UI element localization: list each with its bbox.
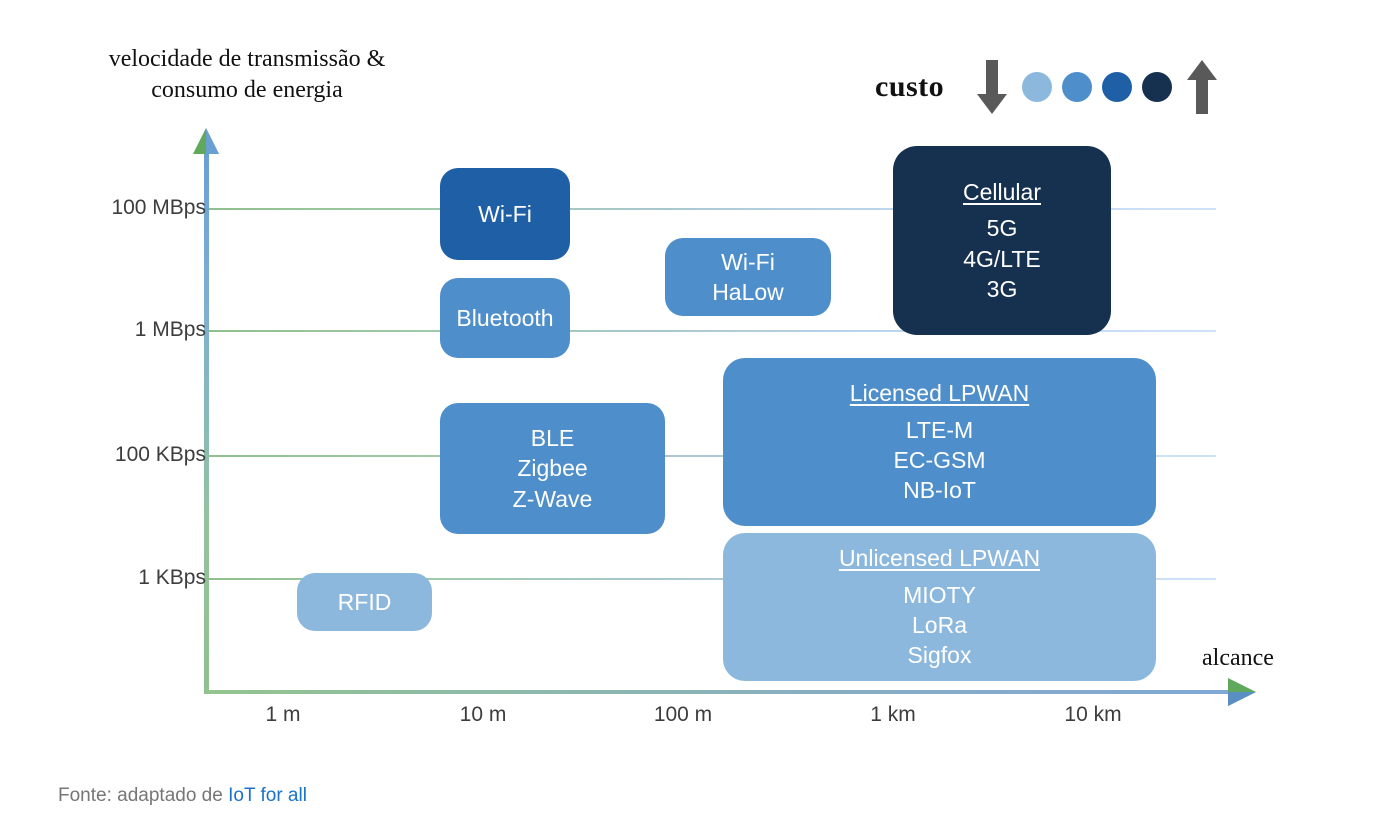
node-unlicensed-lpwan-line-1: MIOTY — [903, 581, 976, 608]
x-tick-10m: 10 m — [459, 703, 507, 726]
x-tick-100m: 100 m — [653, 703, 713, 726]
y-axis-line — [204, 146, 209, 694]
node-cellular[interactable]: Cellular 5G 4G/LTE 3G — [893, 146, 1111, 335]
node-licensed-lpwan-line-2: EC-GSM — [893, 447, 986, 473]
node-licensed-lpwan-line-1: LTE-M — [905, 416, 974, 443]
node-wifi-halow-line-2: HaLow — [712, 279, 784, 305]
y-tick-100mbps: 100 MBps — [111, 196, 206, 219]
cost-swatch-1 — [1022, 72, 1053, 102]
cost-swatch-3 — [1102, 72, 1133, 102]
cost-legend-label: custo — [875, 70, 945, 103]
node-cellular-line-1: 5G — [986, 215, 1018, 242]
y-tick-100kbps: 100 KBps — [114, 443, 206, 466]
node-bluetooth-line-1: Bluetooth — [456, 304, 554, 331]
x-axis-title: alcance — [1202, 645, 1274, 671]
node-wifi-halow[interactable]: Wi-Fi HaLow — [665, 238, 831, 316]
node-cellular-title: Cellular — [963, 178, 1041, 205]
cost-legend-swatches — [1022, 72, 1173, 102]
node-licensed-lpwan[interactable]: Licensed LPWAN LTE-M EC-GSM NB-IoT — [723, 358, 1156, 526]
x-tick-10km: 10 km — [1064, 703, 1122, 726]
y-axis-title: velocidade de transmissão & consumo de e… — [72, 44, 422, 105]
x-tick-1km: 1 km — [870, 703, 916, 726]
gridline-100kbps — [206, 455, 1216, 457]
gridline-1kbps — [206, 578, 1216, 580]
node-rfid-line-1: RFID — [337, 588, 392, 615]
node-rfid[interactable]: RFID — [297, 573, 432, 631]
node-cellular-line-3: 3G — [986, 275, 1018, 302]
gridline-1mbps — [206, 330, 1216, 332]
node-cellular-line-2: 4G/LTE — [963, 245, 1041, 272]
cost-swatch-4 — [1142, 72, 1173, 102]
node-licensed-lpwan-line-3: NB-IoT — [903, 477, 976, 504]
node-ble-zigbee-zwave[interactable]: BLE Zigbee Z-Wave — [440, 403, 665, 534]
node-ble-line-1: BLE — [530, 424, 575, 451]
source-footer-prefix: Fonte: adaptado de — [58, 785, 229, 806]
y-axis-arrow-icon — [193, 128, 219, 154]
node-unlicensed-lpwan-line-3: Sigfox — [907, 642, 972, 669]
cost-legend: custo — [875, 58, 1220, 116]
node-wifi[interactable]: Wi-Fi — [440, 168, 570, 260]
source-footer-link[interactable]: IoT for all — [228, 785, 307, 806]
x-axis-line — [206, 690, 1238, 694]
y-tick-1mbps: 1 MBps — [134, 318, 206, 341]
node-unlicensed-lpwan[interactable]: Unlicensed LPWAN MIOTY LoRa Sigfox — [723, 533, 1156, 681]
source-footer: Fonte: adaptado de IoT for all — [58, 785, 307, 807]
y-tick-1kbps: 1 KBps — [138, 566, 206, 589]
arrow-down-icon — [977, 60, 1008, 114]
node-licensed-lpwan-title: Licensed LPWAN — [849, 380, 1030, 407]
y-axis-title-line2: consumo de energia — [151, 76, 343, 103]
y-axis-title-line1: velocidade de transmissão & — [108, 46, 386, 72]
node-unlicensed-lpwan-line-2: LoRa — [912, 612, 967, 638]
node-unlicensed-lpwan-title: Unlicensed LPWAN — [838, 545, 1041, 572]
node-wifi-line-1: Wi-Fi — [478, 200, 532, 227]
arrow-up-icon — [1187, 60, 1218, 114]
gridline-100mbps — [206, 208, 1216, 210]
cost-swatch-2 — [1062, 72, 1093, 102]
node-ble-line-2: Zigbee — [517, 455, 588, 482]
node-ble-line-3: Z-Wave — [512, 485, 593, 512]
node-wifi-halow-line-1: Wi-Fi — [721, 248, 775, 275]
x-axis-arrow-icon — [1228, 678, 1256, 706]
x-tick-1m: 1 m — [265, 703, 301, 726]
node-bluetooth[interactable]: Bluetooth — [440, 278, 570, 358]
